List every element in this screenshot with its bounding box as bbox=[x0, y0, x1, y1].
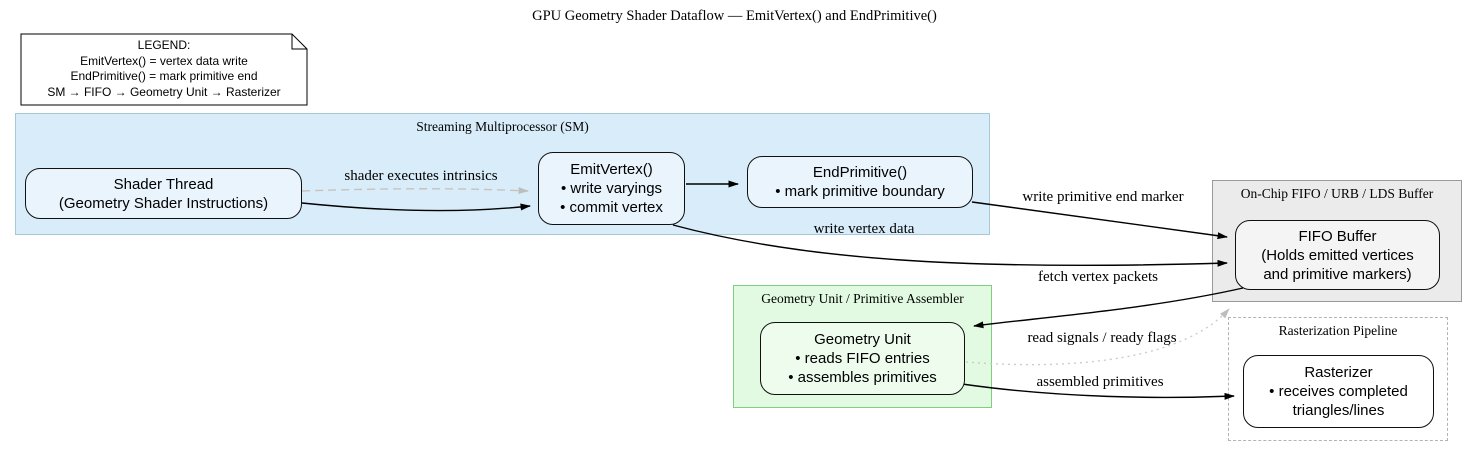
edge-label-write-primitive-end-marker: write primitive end marker bbox=[1022, 189, 1184, 205]
diagram-title: GPU Geometry Shader Dataflow — EmitVerte… bbox=[532, 8, 937, 24]
legend-line: EmitVertex() = vertex data write bbox=[80, 53, 248, 68]
node-line: Shader Thread bbox=[113, 175, 214, 193]
legend-text: LEGEND: EmitVertex() = vertex data write… bbox=[20, 38, 308, 100]
cluster-label: Rasterization Pipeline bbox=[1278, 323, 1398, 338]
node-rasterizer: Rasterizer • receives completed triangle… bbox=[1243, 355, 1434, 428]
node-emitvertex: EmitVertex() • write varyings • commit v… bbox=[538, 152, 685, 225]
cluster-label: Geometry Unit / Primitive Assembler bbox=[761, 291, 964, 306]
node-line: triangles/lines bbox=[1292, 402, 1385, 419]
edge-label-shader-executes-intrinsics: shader executes intrinsics bbox=[344, 168, 498, 184]
node-line: EmitVertex() bbox=[570, 161, 653, 178]
edge-label-write-vertex-data: write vertex data bbox=[813, 221, 915, 237]
node-line: (Geometry Shader Instructions) bbox=[58, 194, 269, 212]
node-line: • mark primitive boundary bbox=[775, 183, 945, 200]
edge-label-assembled-primitives: assembled primitives bbox=[1036, 374, 1164, 390]
node-line: • assembles primitives bbox=[788, 369, 937, 386]
node-line: and primitive markers) bbox=[1263, 265, 1412, 283]
node-line: • commit vertex bbox=[560, 199, 663, 216]
node-endprimitive: EndPrimitive() • mark primitive boundary bbox=[747, 156, 973, 208]
cluster-label: Streaming Multiprocessor (SM) bbox=[416, 119, 589, 134]
node-line: Rasterizer bbox=[1304, 364, 1373, 381]
node-line: • write varyings bbox=[560, 180, 663, 197]
node-line: Geometry Unit bbox=[814, 331, 911, 348]
legend-line: LEGEND: bbox=[137, 38, 191, 52]
legend-line: EndPrimitive() = mark primitive end bbox=[70, 69, 258, 83]
node-shader-thread: Shader Thread (Geometry Shader Instructi… bbox=[25, 168, 302, 219]
node-line: EndPrimitive() bbox=[812, 164, 908, 181]
edge-write-primitive-end-marker bbox=[971, 201, 1228, 240]
node-line: FIFO Buffer bbox=[1298, 227, 1377, 245]
node-fifo-buffer: FIFO Buffer (Holds emitted vertices and … bbox=[1235, 220, 1440, 290]
edge-label-read-signals-ready-flags: read signals / ready flags bbox=[1027, 330, 1177, 346]
note-shape-icon bbox=[20, 33, 308, 106]
node-line: (Holds emitted vertices bbox=[1261, 246, 1414, 264]
node-geometry-unit: Geometry Unit • reads FIFO entries • ass… bbox=[760, 322, 965, 395]
legend-note: LEGEND: EmitVertex() = vertex data write… bbox=[20, 33, 308, 106]
edge-label-fetch-vertex-packets: fetch vertex packets bbox=[1038, 269, 1158, 285]
cluster-label: On-Chip FIFO / URB / LDS Buffer bbox=[1240, 186, 1434, 201]
node-line: • receives completed bbox=[1269, 383, 1408, 400]
node-line: • reads FIFO entries bbox=[795, 350, 930, 367]
legend-line: SM → FIFO → Geometry Unit → Rasterizer bbox=[47, 84, 281, 99]
edge-fetch-vertex-packets bbox=[973, 287, 1244, 329]
